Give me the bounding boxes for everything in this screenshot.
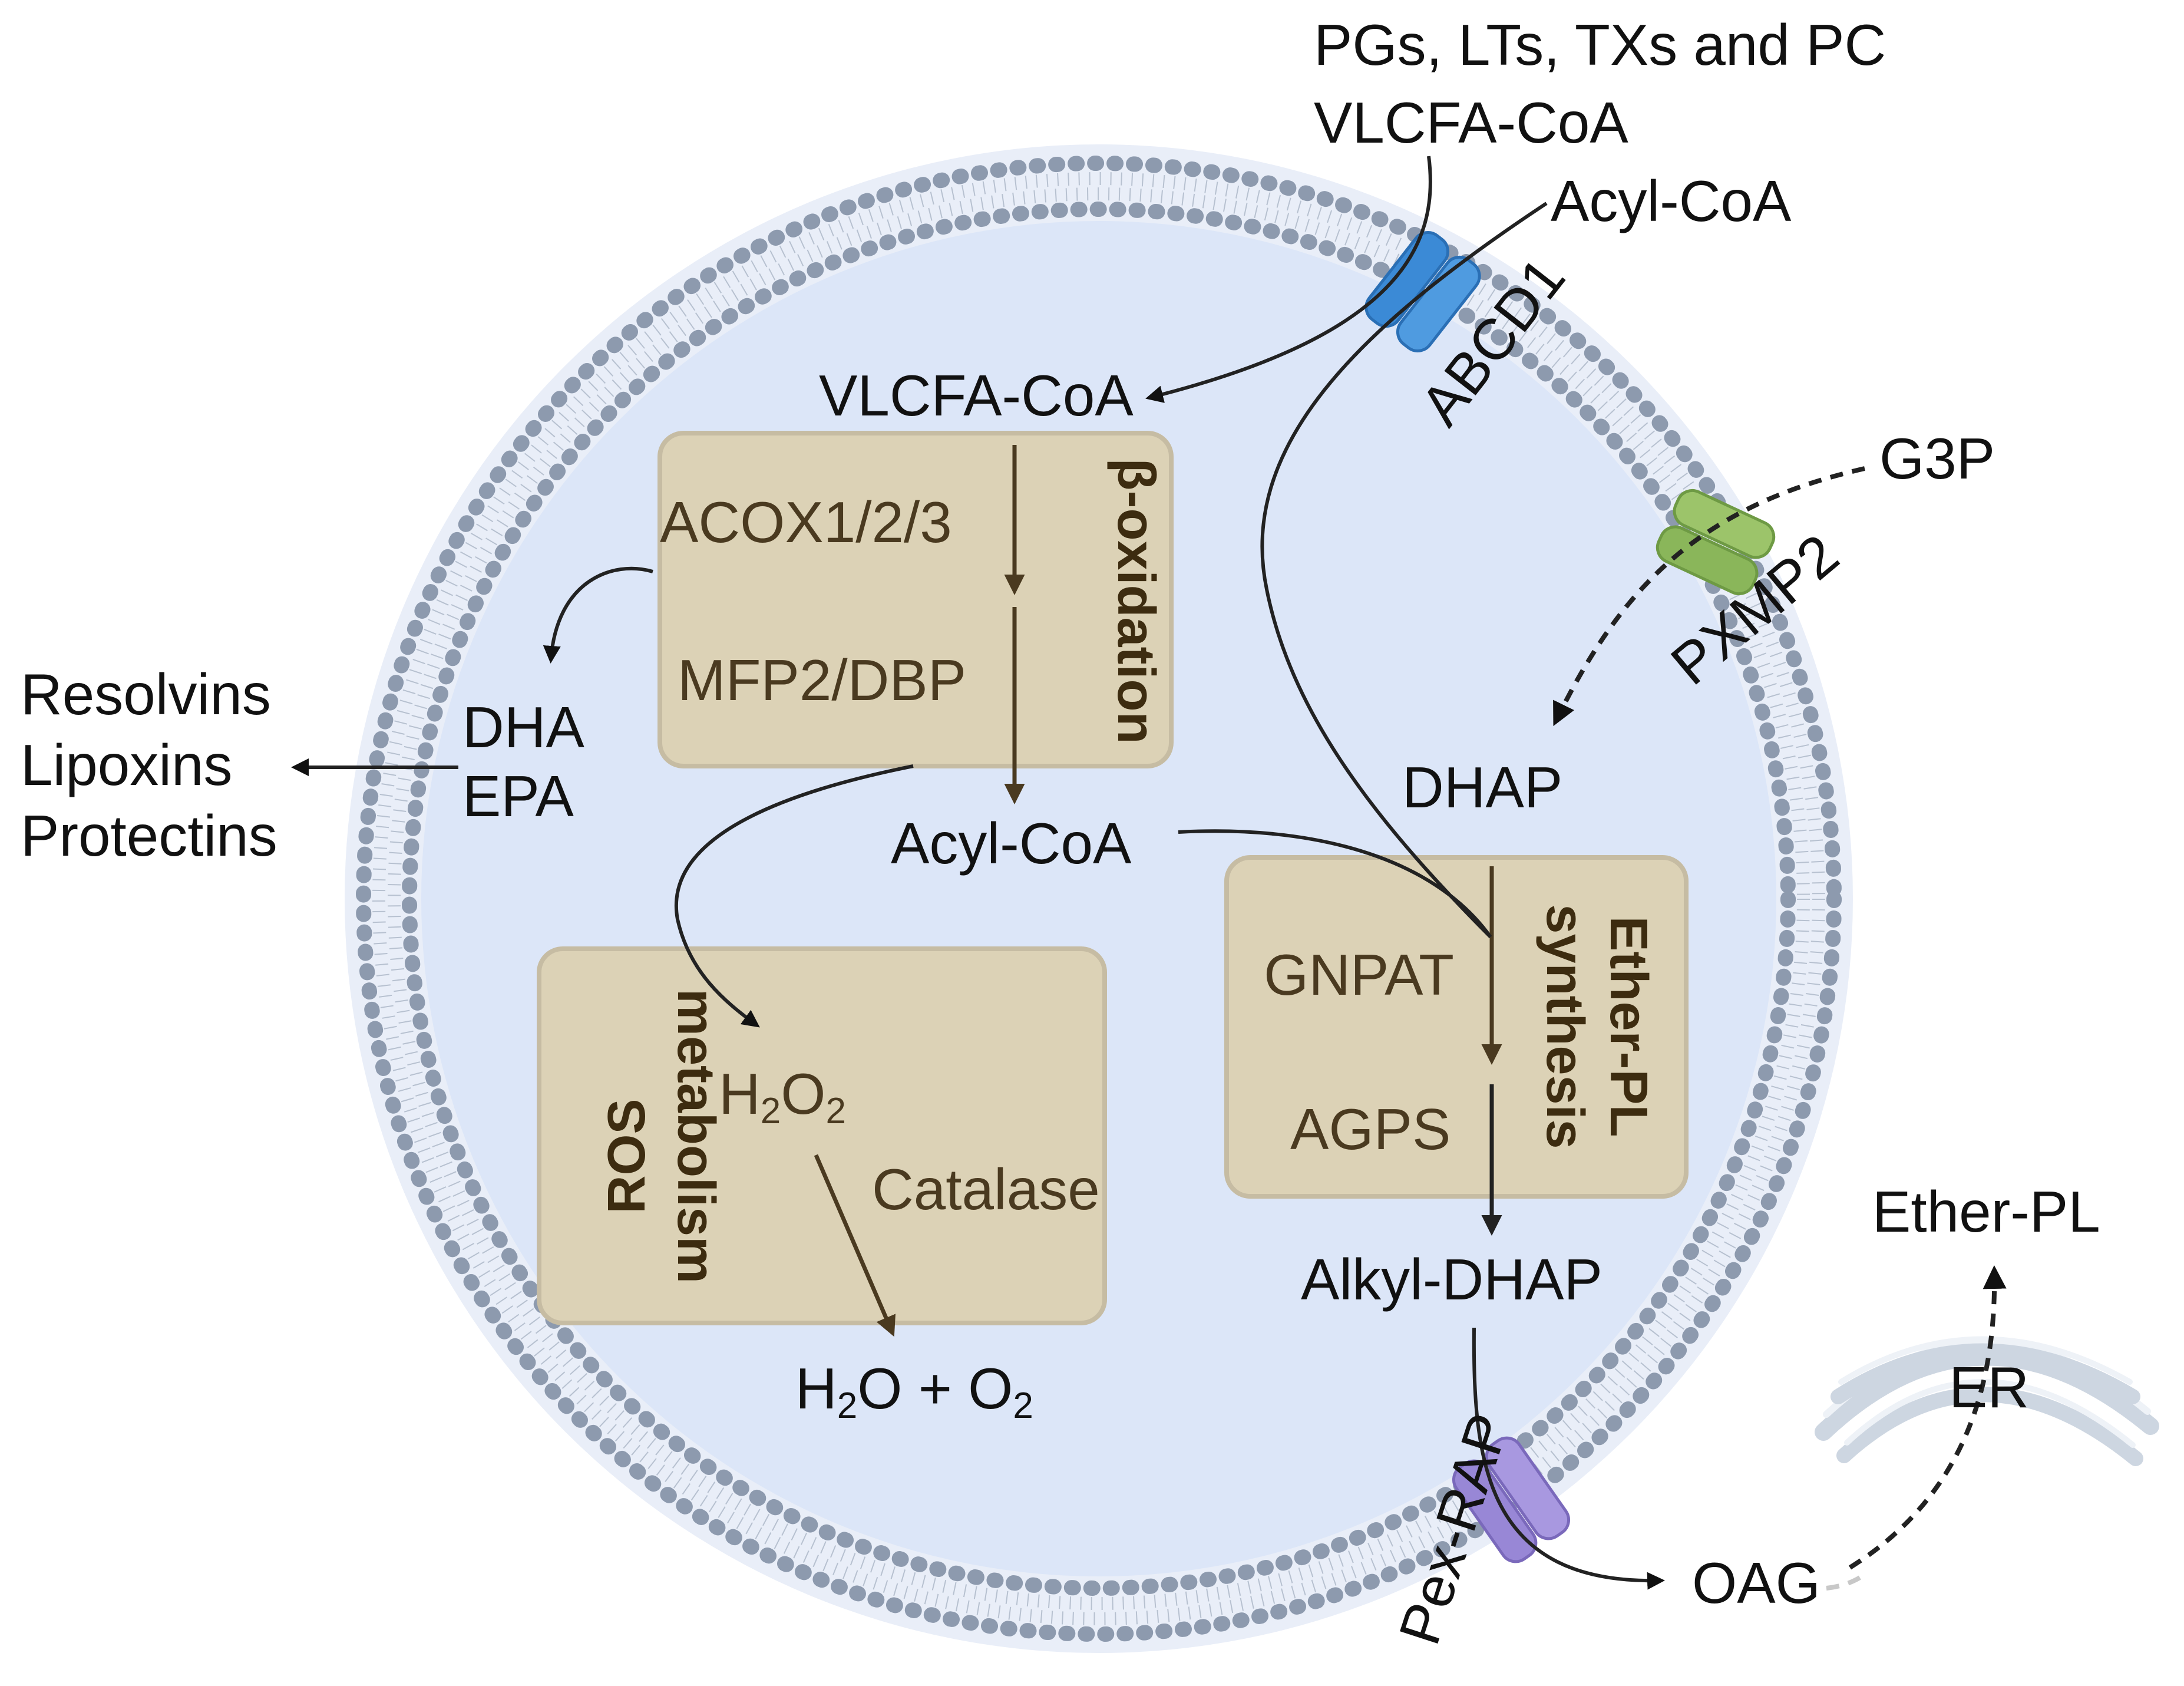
dha-label: DHA [462, 695, 585, 760]
acox-label: ACOX1/2/3 [660, 490, 952, 555]
external-g3p-label: G3P [1879, 426, 1995, 491]
acyl-coa-import-arrow [1260, 202, 1548, 939]
oag-to-ether-pl-arrow [1848, 1265, 2007, 1570]
ros-metabolism-box: ROS metabolism H2O2 Catalase [537, 946, 1107, 1337]
ether-pl-title-line1: Ether-PL [1599, 916, 1658, 1137]
acyl-coa-internal-label: Acyl-CoA [891, 811, 1132, 876]
vlcfa-import-arrow [1145, 156, 1432, 403]
h2o-o2-label: H2O + O2 [795, 1356, 1033, 1426]
beta-oxidation-box: β-oxidation ACOX1/2/3 MFP2/DBP [657, 431, 1174, 804]
resolvins-label: Resolvins [21, 662, 271, 727]
oag-label: OAG [1692, 1550, 1820, 1615]
gnpat-label: GNPAT [1264, 942, 1454, 1007]
pxmp2-channel-icon [1656, 489, 1776, 596]
alkyl-dhap-label: Alkyl-DHAP [1301, 1247, 1603, 1312]
g3p-import-arrow [1553, 466, 1865, 727]
mfp2-dbp-label: MFP2/DBP [678, 648, 966, 712]
beta-oxidation-title: β-oxidation [1106, 458, 1165, 744]
catalase-label: Catalase [872, 1157, 1100, 1222]
external-eicosanoids-label: PGs, LTs, TXs and PC [1314, 12, 1886, 77]
external-acyl-coa-label: Acyl-CoA [1551, 169, 1792, 233]
catalase-arrow [814, 1154, 896, 1337]
external-vlcfa-coa-label: VLCFA-CoA [1314, 90, 1628, 155]
ether-pl-product-label: Ether-PL [1872, 1179, 2100, 1244]
ros-title-line2: metabolism [666, 989, 725, 1284]
vlcfa-coa-internal-label: VLCFA-CoA [819, 363, 1134, 428]
er-label: ER [1949, 1355, 2029, 1420]
beta-to-dha-arrow [543, 566, 653, 664]
protectins-label: Protectins [21, 803, 277, 868]
acyl-coa-to-ether-arrow [1178, 829, 1492, 938]
ros-title-line1: ROS [597, 1098, 656, 1213]
h2o2-label: H2O2 [719, 1061, 846, 1131]
epa-label: EPA [462, 764, 574, 829]
oag-dashed-connector [1826, 1572, 1866, 1591]
beta-to-ros-arrow [674, 764, 914, 1028]
ether-pl-synthesis-box: Ether-PL synthesis GNPAT AGPS [1224, 855, 1689, 1236]
ether-pl-title-line2: synthesis [1535, 904, 1594, 1149]
alkyl-dhap-export-arrow [1472, 1327, 1665, 1590]
lipoxins-label: Lipoxins [21, 733, 233, 797]
dhap-label: DHAP [1402, 755, 1562, 820]
pexrap-transporter-icon [1452, 1436, 1571, 1563]
agps-label: AGPS [1290, 1097, 1451, 1162]
